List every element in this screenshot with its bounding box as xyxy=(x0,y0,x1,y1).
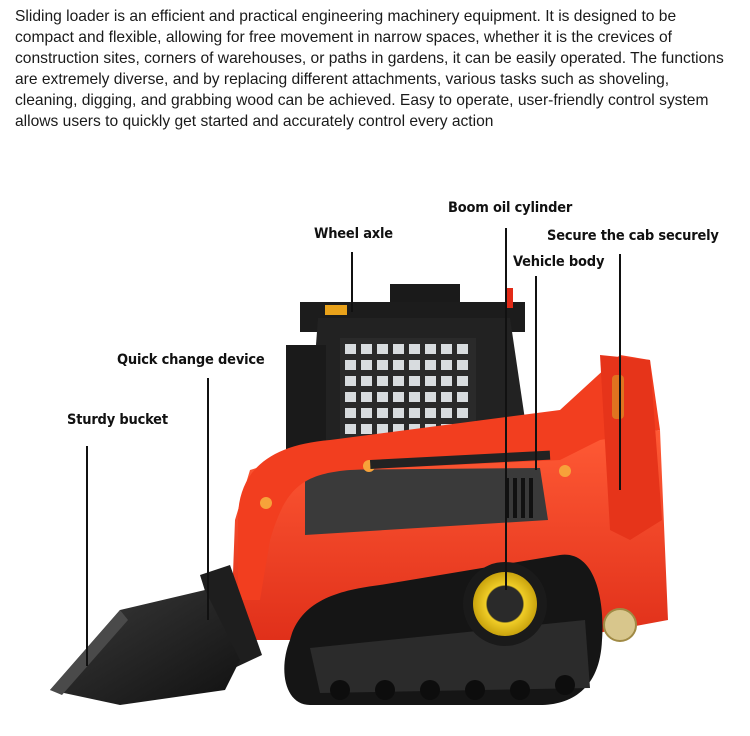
quick-change-frame xyxy=(200,565,262,670)
callout-wheel-axle: Wheel axle xyxy=(314,226,393,242)
rear-cap xyxy=(603,608,637,642)
tail-light xyxy=(612,375,624,419)
callout-quick-change-device: Quick change device xyxy=(117,352,265,368)
leader-lines xyxy=(86,228,621,666)
intro-paragraph: Sliding loader is an efficient and pract… xyxy=(15,8,724,130)
callout-sturdy-bucket: Sturdy bucket xyxy=(67,412,168,428)
callout-vehicle-body: Vehicle body xyxy=(513,254,605,270)
callout-secure-cab: Secure the cab securely xyxy=(547,228,719,244)
cab xyxy=(286,284,528,535)
bucket xyxy=(50,590,240,705)
callout-boom-oil-cylinder: Boom oil cylinder xyxy=(448,200,573,216)
drive-hub-wheel xyxy=(463,562,547,646)
